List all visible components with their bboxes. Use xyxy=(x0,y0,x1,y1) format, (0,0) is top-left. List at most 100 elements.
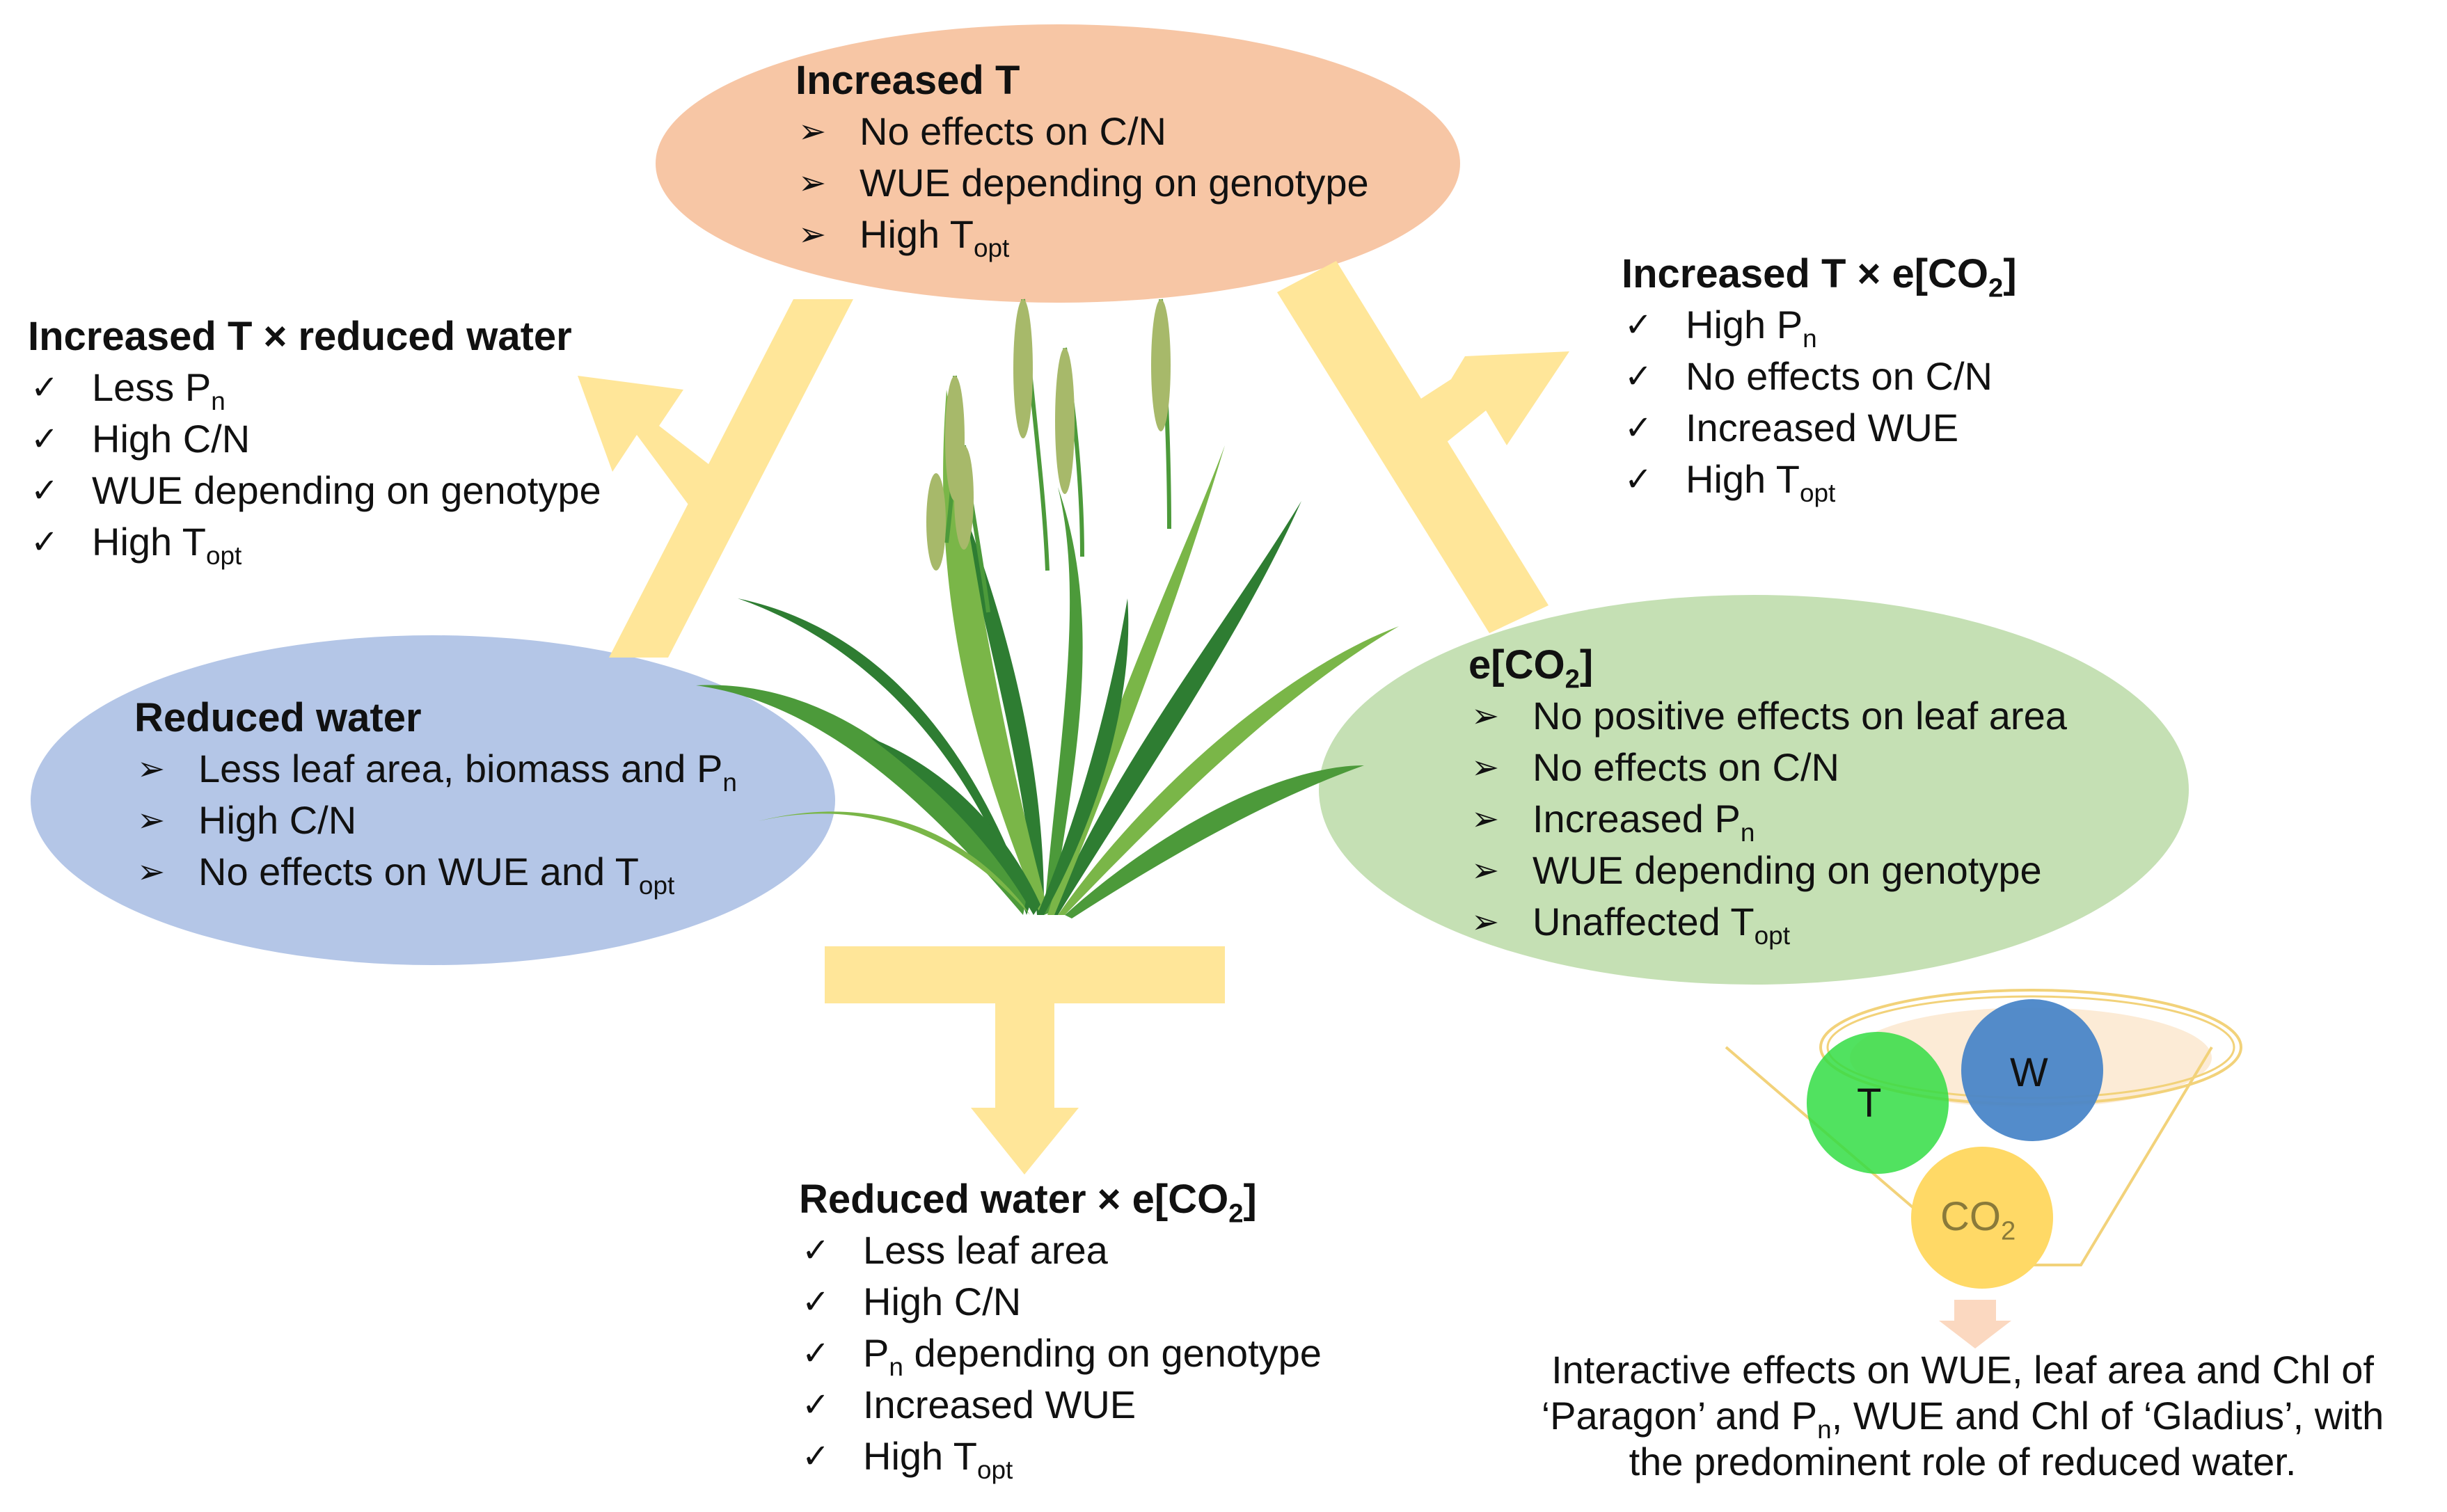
venn-w-label: W xyxy=(2010,1050,2048,1095)
list-item-text: High T xyxy=(860,212,974,256)
venn-co2-label: CO2 xyxy=(1940,1193,2016,1244)
list-item-text-after: depending on genotype xyxy=(903,1331,1322,1375)
wheat-spike xyxy=(1055,348,1075,494)
arrow-head-bullet-icon: ➢ xyxy=(1471,851,1500,890)
list-item-subscript: n xyxy=(211,386,225,415)
arrow-head-bullet-icon: ➢ xyxy=(798,164,827,202)
t-x-co2-title-end: ] xyxy=(2003,251,2017,296)
list-item: ✓ High Topt xyxy=(799,1431,1322,1484)
list-item-text: Less P xyxy=(92,365,212,409)
list-item-subscript: n xyxy=(722,767,737,797)
check-mark-icon: ✓ xyxy=(802,1231,830,1270)
list-item-text: WUE depending on genotype xyxy=(860,161,1369,205)
eco2-title: e[CO2] xyxy=(1468,640,2067,692)
increased-t-list: ➢ No effects on C/N ➢ WUE depending on geno… xyxy=(795,106,1369,262)
list-item: ✓High Topt xyxy=(1622,454,2017,507)
check-mark-icon: ✓ xyxy=(802,1282,830,1321)
list-item: ✓No effects on C/N xyxy=(1622,351,2017,402)
list-item-text: Less leaf area, biomass and P xyxy=(198,747,723,790)
list-item: ➢ Less leaf area, biomass and Pn xyxy=(134,743,737,795)
list-item-subscript: n xyxy=(889,1352,903,1381)
arrow-head-bullet-icon: ➢ xyxy=(137,749,166,788)
conclusion-text: Interactive effects on WUE, leaf area an… xyxy=(1482,1347,2443,1485)
conclusion-line-1: Interactive effects on WUE, leaf area an… xyxy=(1551,1348,2374,1392)
list-item-text: Increased P xyxy=(1533,797,1741,841)
plant-leaf xyxy=(1065,765,1364,918)
eco2-ellipse xyxy=(1319,595,2189,985)
eco2-list: ➢No positive effects on leaf area➢No eff… xyxy=(1468,690,2067,948)
venn-co2-text: CO xyxy=(1940,1194,2001,1239)
arrow-head-bullet-icon: ➢ xyxy=(798,215,827,254)
water-x-co2-title: Reduced water × e[CO2] xyxy=(799,1175,1322,1227)
check-mark-icon: ✓ xyxy=(802,1385,830,1424)
list-item: ✓ Increased WUE xyxy=(1622,402,2017,454)
t-x-water-title: Increased T × reduced water xyxy=(28,314,572,359)
plant-leaf xyxy=(1058,626,1399,915)
venn-co2-sub: 2 xyxy=(2001,1216,2016,1246)
venn-co2-circle xyxy=(1911,1147,2053,1289)
water-x-co2-block: Reduced water × e[CO2] ✓ Less leaf area ✓ H… xyxy=(799,1175,1322,1484)
list-item-subscript: opt xyxy=(638,870,675,900)
check-mark-icon: ✓ xyxy=(31,420,59,459)
list-item: ➢No effects on WUE and Topt xyxy=(134,846,737,898)
list-item: ✓Less Pn xyxy=(28,362,601,415)
conclusion-line-2-text: ‘Paragon’ and P xyxy=(1541,1394,1818,1438)
check-mark-icon: ✓ xyxy=(31,523,59,562)
eco2-title-sub: 2 xyxy=(1565,664,1580,694)
plant-leaf xyxy=(1051,501,1301,915)
eco2-title-text: e[CO xyxy=(1468,642,1565,687)
list-item-text: Unaffected T xyxy=(1533,900,1755,944)
list-item-text: Increased WUE xyxy=(863,1383,1137,1426)
check-mark-icon: ✓ xyxy=(1624,408,1653,447)
list-item: ✓ Increased WUE xyxy=(799,1379,1322,1431)
list-item-subscript: opt xyxy=(973,233,1010,262)
list-item-subscript: opt xyxy=(976,1455,1013,1484)
check-mark-icon: ✓ xyxy=(802,1437,830,1476)
check-mark-icon: ✓ xyxy=(802,1334,830,1373)
list-item: ➢ Unaffected Topt xyxy=(1468,896,2067,948)
venn-t-circle xyxy=(1807,1032,1949,1174)
list-item-text: High C/N xyxy=(863,1280,1022,1323)
list-item-text: No positive effects on leaf area xyxy=(1533,694,2067,738)
list-item-text: High T xyxy=(92,520,206,564)
wheat-spike xyxy=(954,445,974,550)
t-x-co2-title: Increased T × e[CO2] xyxy=(1622,249,2017,301)
arrow-head-bullet-icon: ➢ xyxy=(1471,697,1500,735)
list-item-subscript: opt xyxy=(1754,921,1790,950)
list-item: ➢WUE depending on genotype xyxy=(1468,845,2067,896)
list-item: ➢Increased Pn xyxy=(1468,793,2067,845)
conclusion-line-2-end: , WUE and Chl of ‘Gladius’, with xyxy=(1831,1394,2384,1438)
arrow-head-bullet-icon: ➢ xyxy=(1471,902,1500,941)
check-mark-icon: ✓ xyxy=(1624,305,1653,344)
list-item-text: High T xyxy=(863,1434,977,1478)
arrow-head-bullet-icon: ➢ xyxy=(1471,799,1500,838)
list-item: ➢ WUE depending on genotype xyxy=(795,157,1369,209)
check-mark-icon: ✓ xyxy=(31,471,59,510)
arrow-t-co2 xyxy=(1277,261,1569,633)
water-x-co2-title-end: ] xyxy=(1243,1177,1257,1222)
list-item: ✓ WUE depending on genotype xyxy=(28,465,601,516)
increased-t-title: Increased T xyxy=(795,58,1020,103)
list-item-text: High P xyxy=(1686,303,1803,347)
wheat-spike xyxy=(1151,299,1171,431)
increased-t-ellipse xyxy=(656,24,1460,303)
t-x-water-list: ✓Less Pn✓High C/N✓WUE depending on genot… xyxy=(28,362,601,568)
list-item-text: WUE depending on genotype xyxy=(92,468,601,512)
venn-w-circle xyxy=(1961,999,2103,1141)
t-x-co2-list: ✓ High Pn✓No effects on C/N ✓ Increased WUE… xyxy=(1622,299,2017,507)
list-item: ✓ High C/N xyxy=(799,1276,1322,1328)
list-item-subscript: n xyxy=(1803,324,1817,353)
list-item-text: No effects on C/N xyxy=(860,109,1166,153)
list-item-text: No effects on C/N xyxy=(1533,745,1839,789)
list-item: ✓Pn depending on genotype xyxy=(799,1328,1322,1381)
list-item-text: Less leaf area xyxy=(863,1228,1108,1272)
list-item-text: Increased WUE xyxy=(1686,406,1959,449)
list-item-text: No effects on C/N xyxy=(1686,354,1993,398)
plant-leaf xyxy=(870,738,1040,915)
list-item: ➢No effects on C/N xyxy=(1468,742,2067,793)
reduced-water-title: Reduced water xyxy=(134,695,422,740)
arrow-head-bullet-icon: ➢ xyxy=(798,112,827,151)
list-item-subscript: opt xyxy=(1799,478,1836,507)
plant-leaf xyxy=(759,811,1030,915)
